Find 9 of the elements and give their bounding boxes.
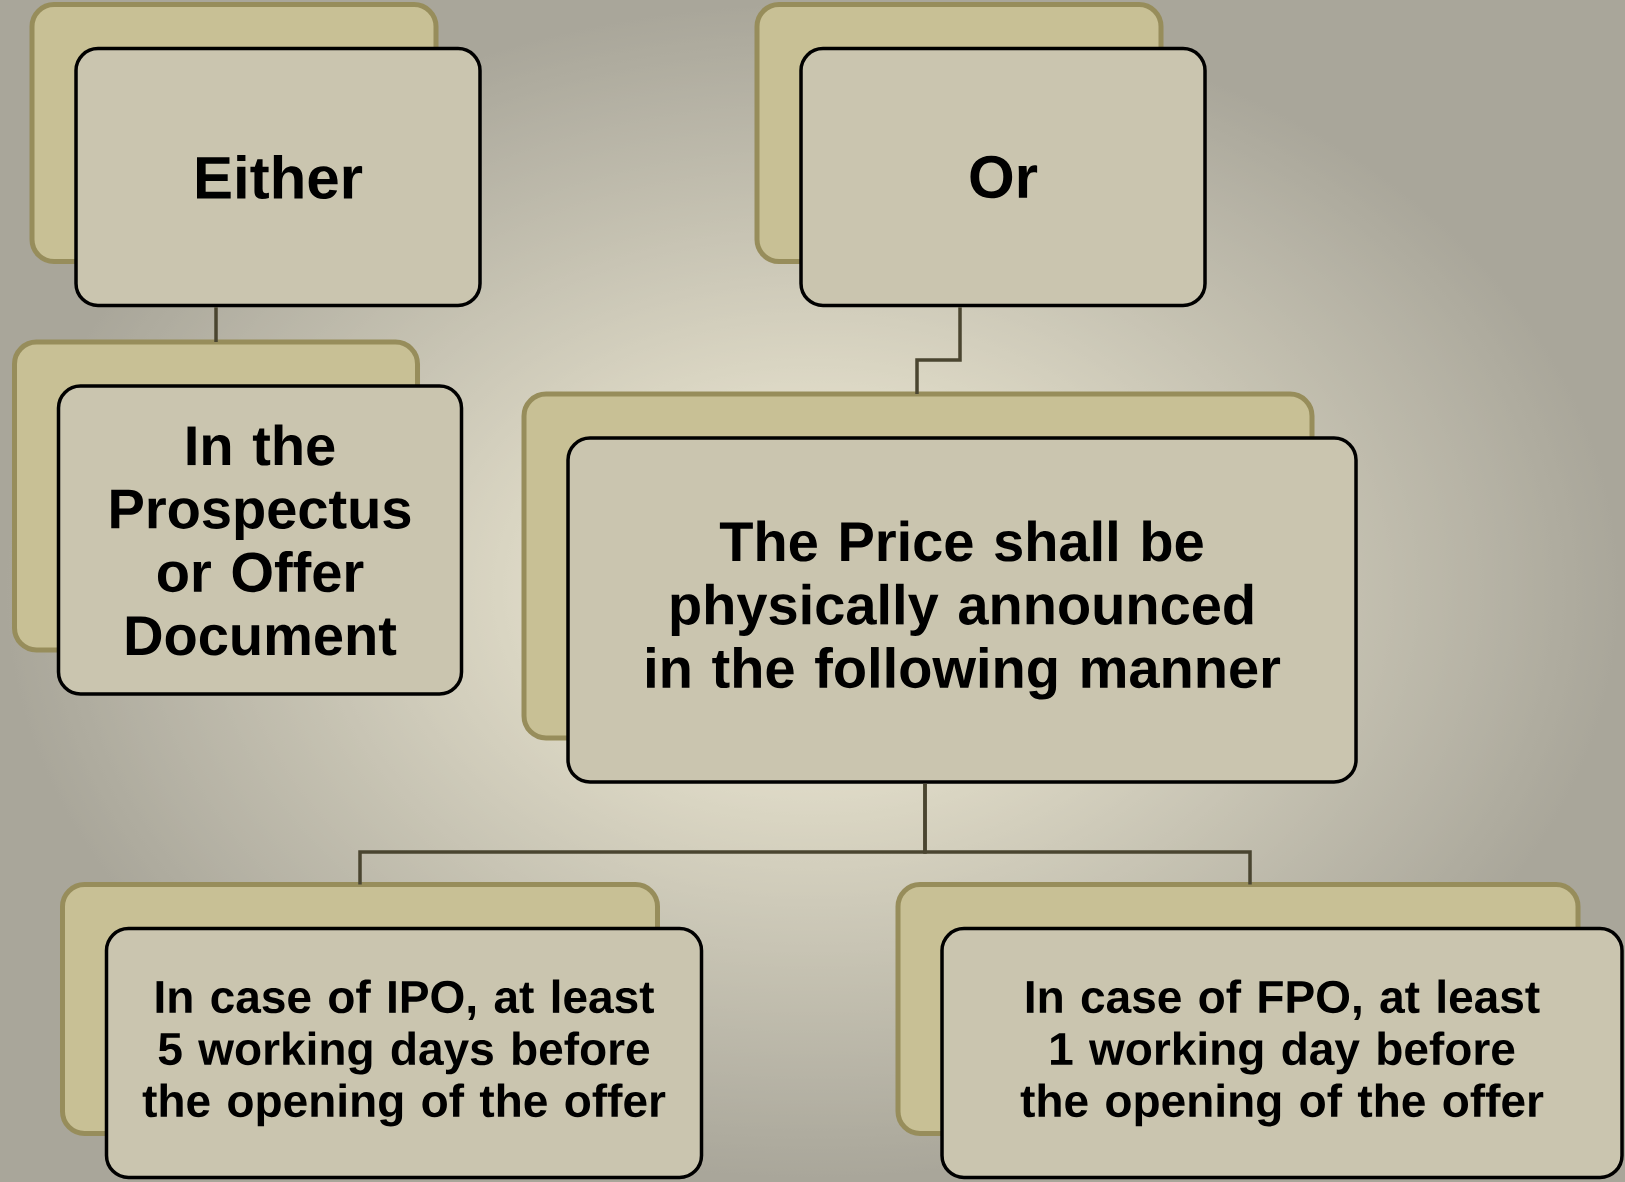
stacked-box: In the Prospectus or Offer Document: [12, 339, 464, 696]
stacked-box: Either: [29, 2, 482, 308]
stacked-box: In case of IPO, at least 5 working days before the opening of the offer: [60, 882, 704, 1180]
connector-line: [915, 307, 962, 394]
connector-line: [923, 783, 1252, 885]
stacked-box: In case of FPO, at least 1 working day before the opening of the offer: [895, 882, 1624, 1180]
stacked-box: Or: [754, 2, 1207, 308]
connector-line: [214, 307, 218, 342]
stacked-box: The Price shall be physically announced in the following manner: [521, 391, 1358, 784]
